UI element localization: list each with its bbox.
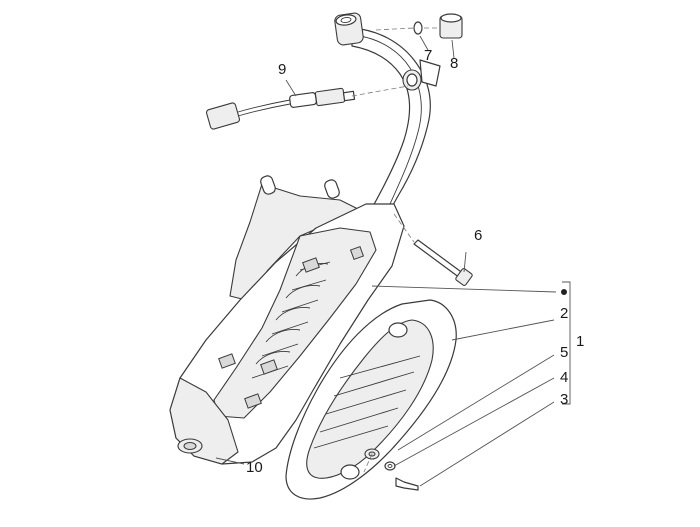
gasket — [413, 21, 423, 35]
heat-shield — [285, 299, 457, 500]
callout-10: 10 — [246, 459, 263, 476]
callout-7: 7 — [424, 47, 432, 64]
washer — [384, 461, 396, 471]
sleeve-nut — [439, 13, 463, 39]
callout-6: 6 — [474, 227, 482, 244]
callout-8: 8 — [450, 55, 458, 72]
leader-lines — [215, 35, 571, 487]
assembly-lines — [351, 27, 440, 473]
assembly-dot — [561, 289, 567, 295]
callout-9: 9 — [278, 61, 286, 78]
callout-1: 1 — [576, 333, 584, 350]
muffler-body — [169, 175, 405, 465]
screw — [395, 477, 419, 491]
callout-3: 3 — [560, 391, 568, 408]
bolt — [413, 239, 473, 286]
lambda-sensor — [205, 87, 356, 130]
callout-labels: 1 2 3 4 5 6 7 8 9 10 — [246, 47, 584, 476]
callout-2: 2 — [560, 305, 568, 322]
exhaust-pipe — [334, 12, 441, 215]
callout-4: 4 — [560, 369, 568, 386]
callout-5: 5 — [560, 344, 568, 361]
